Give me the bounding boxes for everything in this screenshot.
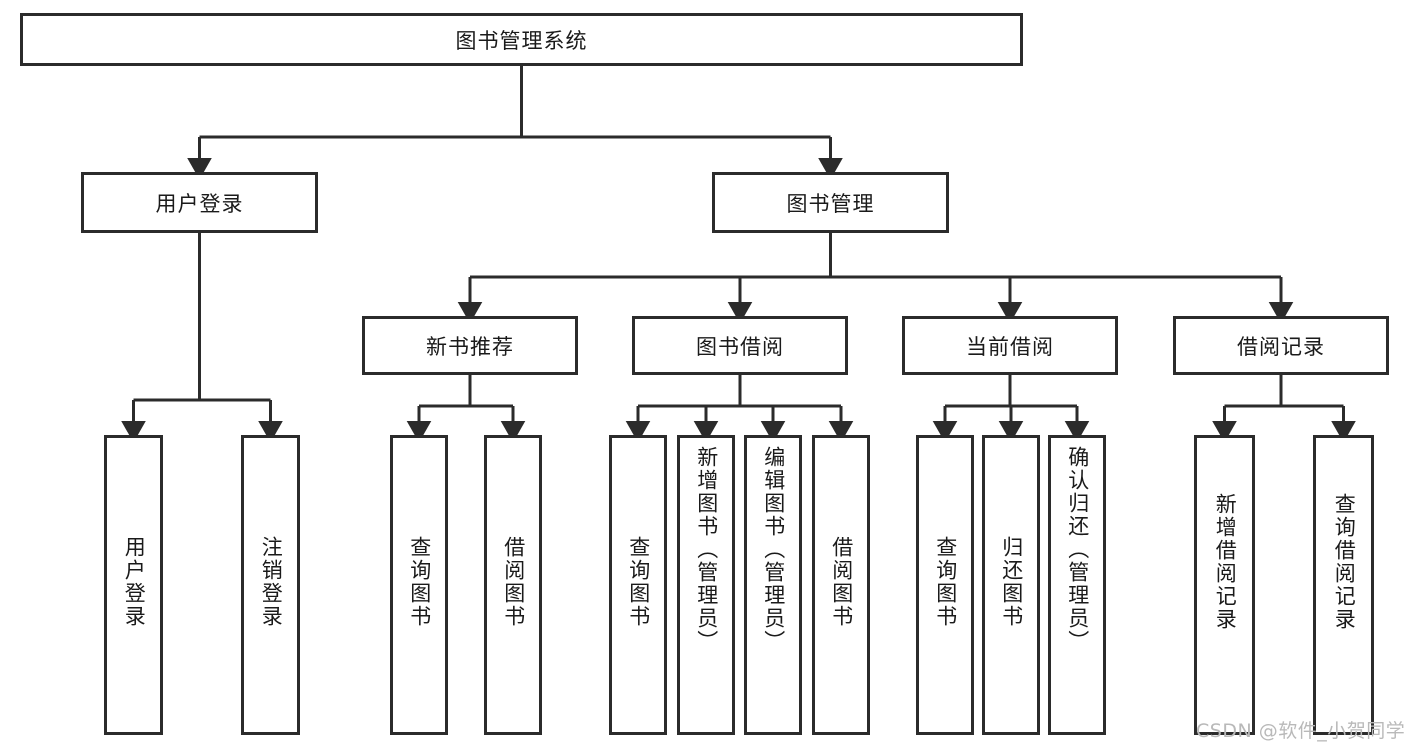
level2-node[interactable]: 用户登录 bbox=[81, 172, 318, 233]
node-label: 新增借阅记录 bbox=[1213, 493, 1238, 631]
leaf-node[interactable]: 查询借阅记录 bbox=[1313, 435, 1374, 735]
node-label: 查询图书 bbox=[407, 536, 432, 628]
leaf-node[interactable]: 用户登录 bbox=[104, 435, 163, 735]
leaf-node[interactable]: 编辑图书（管理员） bbox=[744, 435, 802, 735]
node-label: 编辑图书（管理员） bbox=[761, 446, 786, 653]
leaf-node[interactable]: 查询图书 bbox=[916, 435, 974, 735]
level3-node[interactable]: 图书借阅 bbox=[632, 316, 848, 375]
node-label: 图书管理系统 bbox=[455, 28, 588, 53]
node-label: 新书推荐 bbox=[426, 334, 514, 359]
node-label: 注销登录 bbox=[259, 536, 284, 628]
leaf-node[interactable]: 注销登录 bbox=[241, 435, 300, 735]
node-label: 新增图书（管理员） bbox=[694, 446, 719, 653]
csdn-watermark: CSDN @软件_小贺同学 bbox=[1196, 720, 1405, 742]
leaf-node[interactable]: 借阅图书 bbox=[484, 435, 542, 735]
level3-node[interactable]: 借阅记录 bbox=[1173, 316, 1389, 375]
leaf-node[interactable]: 借阅图书 bbox=[812, 435, 870, 735]
node-label: 图书借阅 bbox=[696, 334, 784, 359]
level2-node[interactable]: 图书管理 bbox=[712, 172, 949, 233]
node-label: 确认归还（管理员） bbox=[1065, 446, 1090, 653]
node-label: 查询图书 bbox=[933, 536, 958, 628]
node-label: 用户登录 bbox=[155, 191, 244, 216]
node-label: 借阅图书 bbox=[829, 536, 854, 628]
leaf-node[interactable]: 新增图书（管理员） bbox=[677, 435, 735, 735]
leaf-node[interactable]: 查询图书 bbox=[609, 435, 667, 735]
node-label: 用户登录 bbox=[122, 536, 147, 628]
leaf-node[interactable]: 确认归还（管理员） bbox=[1048, 435, 1106, 735]
leaf-node[interactable]: 新增借阅记录 bbox=[1194, 435, 1255, 735]
leaf-node[interactable]: 归还图书 bbox=[982, 435, 1040, 735]
root-node[interactable]: 图书管理系统 bbox=[20, 13, 1023, 66]
node-label: 查询借阅记录 bbox=[1332, 493, 1357, 631]
level3-node[interactable]: 新书推荐 bbox=[362, 316, 578, 375]
node-label: 当前借阅 bbox=[966, 334, 1054, 359]
node-label: 图书管理 bbox=[786, 191, 875, 216]
node-label: 归还图书 bbox=[999, 536, 1024, 628]
node-label: 借阅记录 bbox=[1237, 334, 1325, 359]
level3-node[interactable]: 当前借阅 bbox=[902, 316, 1118, 375]
node-label: 查询图书 bbox=[626, 536, 651, 628]
leaf-node[interactable]: 查询图书 bbox=[390, 435, 448, 735]
node-label: 借阅图书 bbox=[501, 536, 526, 628]
